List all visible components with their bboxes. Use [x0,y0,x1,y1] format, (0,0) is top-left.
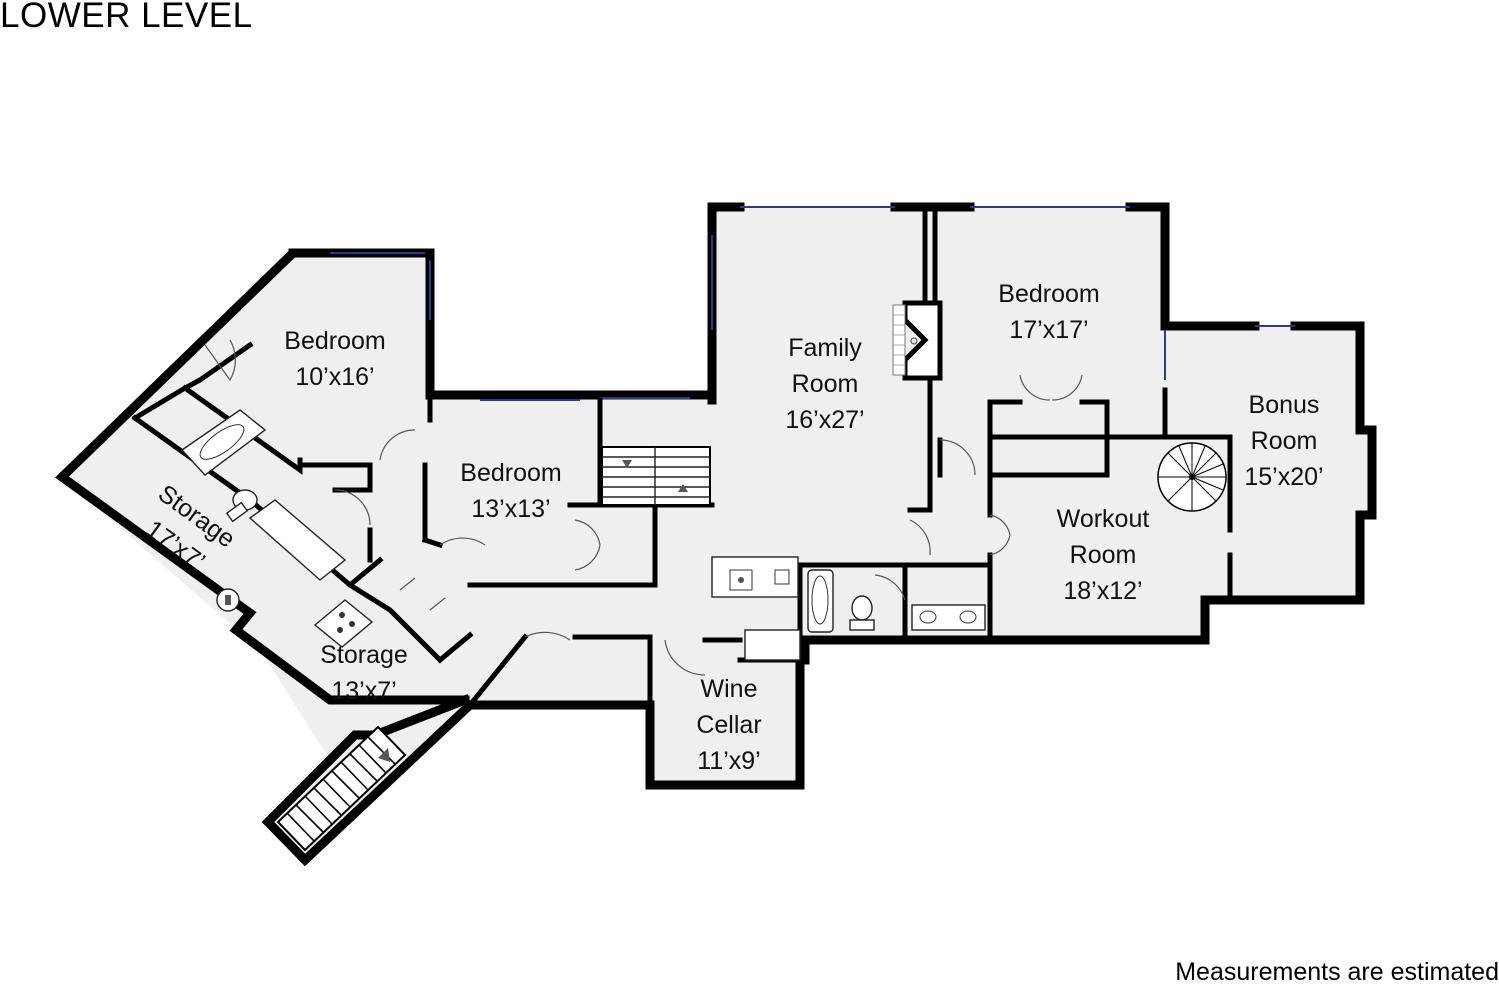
room-wine-cellar: Wine Cellar 11’x9’ [696,675,761,775]
room-bonus-size: 15’x20’ [1244,463,1323,491]
toilet-left [225,489,258,523]
room-bedroom-b-name: Bedroom [460,459,561,487]
room-bonus: Bonus Room 15’x20’ [1244,391,1323,491]
room-bonus-name2: Room [1251,427,1318,455]
stairs-exterior [276,725,407,852]
room-bedroom-c: Bedroom 17’x17’ [998,280,1099,344]
room-bedroom-a-name: Bedroom [284,327,385,355]
windows [330,206,1295,401]
room-storage-b-size: 13’x7’ [331,677,396,705]
bath-fixtures-center [807,569,986,633]
room-bedroom-b-size: 13’x13’ [471,495,550,523]
plan-title: LOWER LEVEL [0,0,253,35]
room-wine-name1: Wine [701,675,758,703]
room-storage-b-name: Storage [320,641,408,669]
spiral-stair [1157,442,1227,512]
room-family-name1: Family [788,334,862,362]
doors [204,339,1083,676]
room-bedroom-a-size: 10’x16’ [295,363,374,391]
room-workout-name1: Workout [1057,505,1150,533]
room-workout-size: 18’x12’ [1063,577,1142,605]
room-family-size: 16’x27’ [785,406,864,434]
vanity-left [248,499,347,581]
stove-unit [313,599,374,648]
fireplace [892,300,943,381]
room-workout-name2: Room [1070,541,1137,569]
room-workout: Workout Room 18’x12’ [1057,505,1150,605]
room-bedroom-c-size: 17’x17’ [1009,316,1088,344]
room-bedroom-b: Bedroom 13’x13’ [460,459,561,523]
room-family-name2: Room [792,370,859,398]
room-family: Family Room 16’x27’ [785,334,864,434]
room-bonus-name1: Bonus [1249,391,1320,419]
kitchenette [711,556,801,661]
room-wine-size: 11’x9’ [697,747,760,775]
room-bedroom-a: Bedroom 10’x16’ [284,327,385,391]
bathtub-left [180,409,267,476]
room-wine-name2: Cellar [696,711,761,739]
room-storage-b: Storage 13’x7’ [320,641,408,705]
measurement-note: Measurements are estimated [1175,958,1499,986]
room-bedroom-c-name: Bedroom [998,280,1099,308]
water-heater [216,588,240,612]
stairs-up-down [601,446,711,506]
